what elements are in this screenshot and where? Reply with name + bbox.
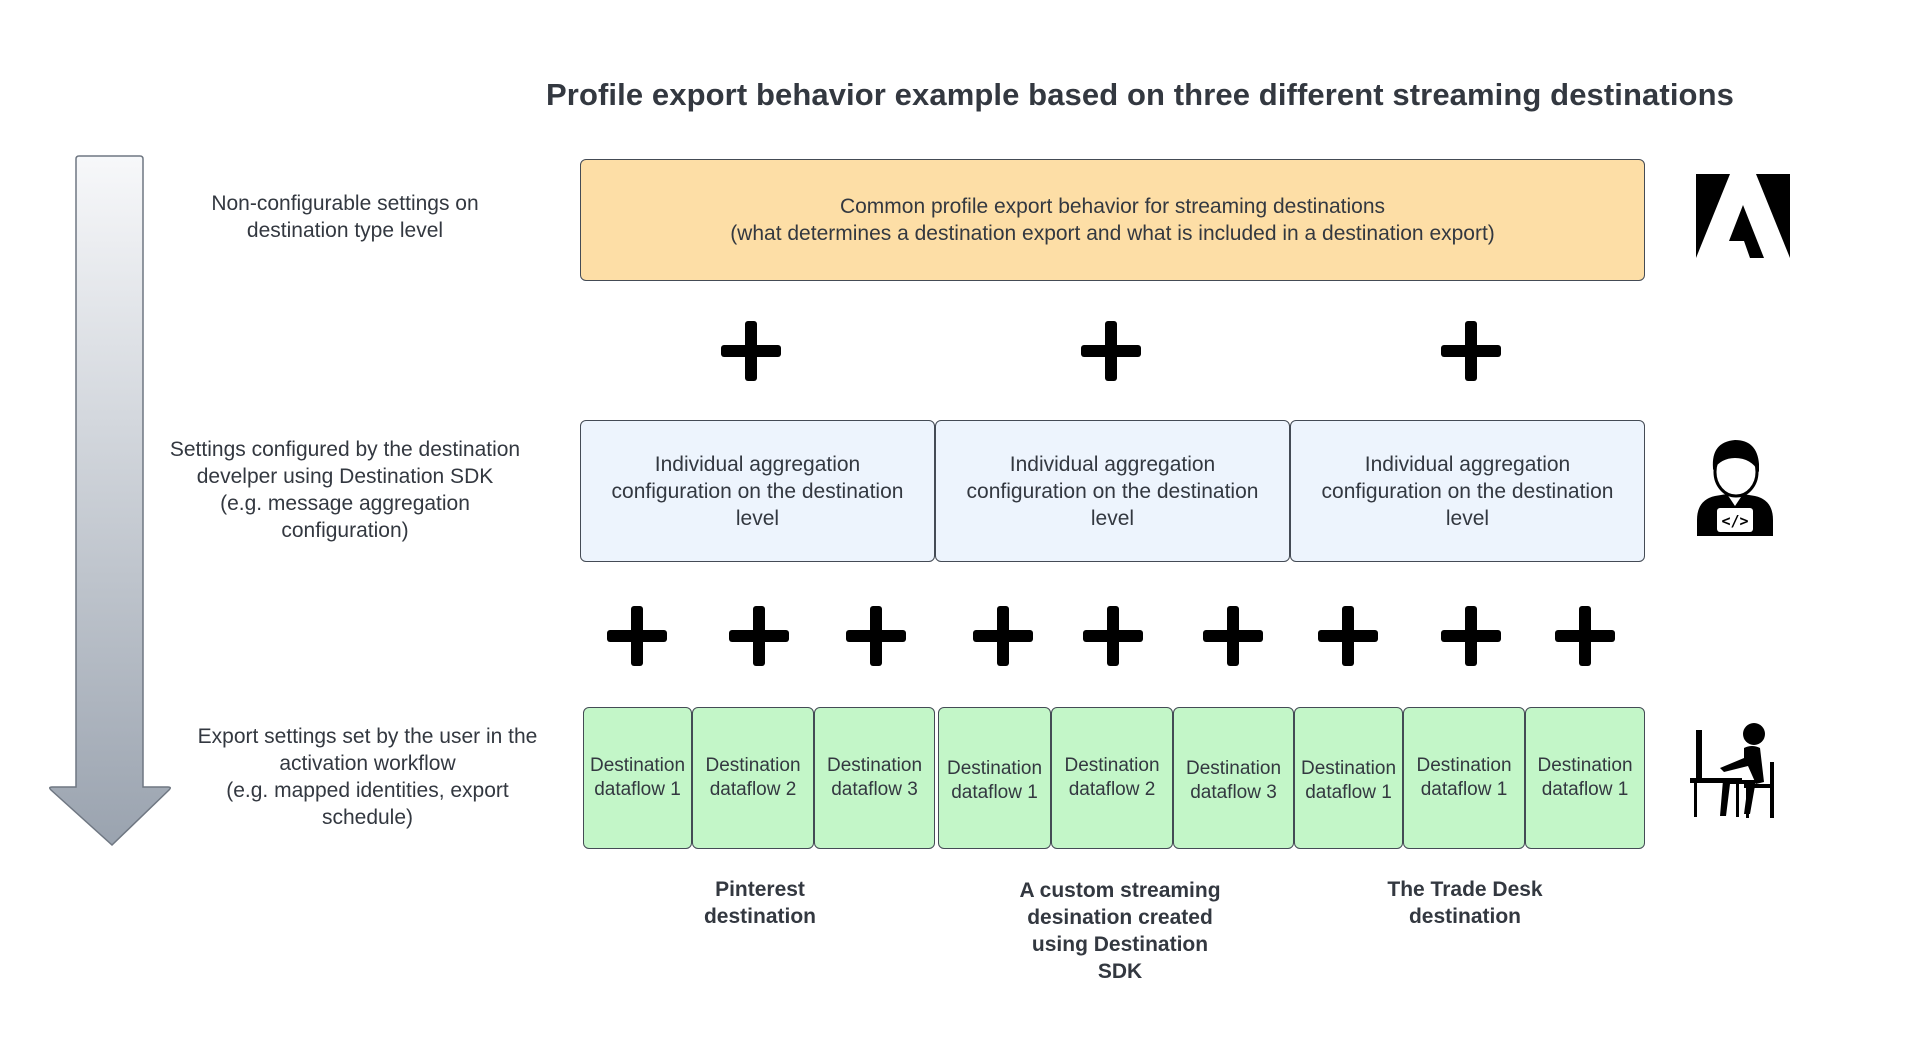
- destination-label-line: desination created: [1027, 906, 1213, 929]
- label-line: configuration): [281, 519, 409, 542]
- destination-label-custom: A custom streaming desination created us…: [990, 877, 1250, 985]
- aggregation-config-box: Individual aggregation configuration on …: [580, 420, 935, 562]
- label-destination-type-level: Non-configurable settings on destination…: [160, 190, 530, 244]
- plus-icon: [1318, 606, 1378, 666]
- dataflow-line-2: dataflow 1: [594, 779, 681, 800]
- aggregation-box-label: Individual aggregation configuration on …: [1321, 452, 1614, 530]
- dataflow-box: Destination dataflow 1: [583, 707, 692, 849]
- destination-label-trade-desk: The Trade Desk destination: [1335, 876, 1595, 930]
- dataflow-line-2: dataflow 3: [1190, 782, 1277, 803]
- dataflow-line-1: Destination: [946, 758, 1043, 779]
- common-box-line-1: Common profile export behavior for strea…: [839, 195, 1386, 218]
- dataflow-box: Destination dataflow 1: [1525, 707, 1645, 849]
- aggregation-box-label: Individual aggregation configuration on …: [611, 452, 904, 530]
- dataflow-line-1: Destination: [1416, 755, 1512, 776]
- label-developer-settings: Settings configured by the destination d…: [145, 436, 545, 544]
- dataflow-line-2: dataflow 3: [831, 779, 918, 800]
- label-line: Settings configured by the destination: [169, 438, 521, 461]
- destination-label-line: SDK: [1097, 960, 1143, 983]
- label-line: activation workflow: [279, 752, 456, 775]
- plus-icon: [1081, 321, 1141, 381]
- plus-icon: [1083, 606, 1143, 666]
- plus-icon: [846, 606, 906, 666]
- plus-icon: [973, 606, 1033, 666]
- dataflow-line-2: dataflow 1: [1305, 782, 1392, 803]
- dataflow-box: Destination dataflow 1: [1294, 707, 1403, 849]
- dataflow-line-1: Destination: [589, 755, 686, 776]
- destination-label-line: Pinterest: [715, 878, 805, 901]
- plus-icon: [607, 606, 667, 666]
- plus-icon: [1555, 606, 1615, 666]
- plus-icon: [1203, 606, 1263, 666]
- plus-icon: [1441, 321, 1501, 381]
- down-arrow-icon: [48, 155, 172, 847]
- dataflow-box: Destination dataflow 1: [938, 707, 1051, 849]
- dataflow-line-2: dataflow 1: [1541, 779, 1629, 800]
- destination-label-pinterest: Pinterest destination: [630, 876, 890, 930]
- dataflow-box: Destination dataflow 2: [1051, 707, 1173, 849]
- dataflow-box: Destination dataflow 2: [692, 707, 814, 849]
- destination-label-line: A custom streaming: [1019, 879, 1221, 902]
- dataflow-line-2: dataflow 1: [1420, 779, 1508, 800]
- label-user-export-settings: Export settings set by the user in the a…: [170, 723, 565, 831]
- dataflow-line-1: Destination: [1300, 758, 1397, 779]
- dataflow-line-1: Destination: [1185, 758, 1282, 779]
- aggregation-box-label: Individual aggregation configuration on …: [966, 452, 1259, 530]
- dataflow-line-2: dataflow 2: [1068, 779, 1156, 800]
- label-line: Export settings set by the user in the: [197, 725, 538, 748]
- label-line: Non-configurable settings on: [211, 192, 479, 215]
- destination-label-line: destination: [703, 905, 816, 928]
- label-line: (e.g. mapped identities, export: [226, 779, 509, 802]
- dataflow-line-1: Destination: [705, 755, 801, 776]
- adobe-logo-icon: [1696, 174, 1790, 258]
- dataflow-line-1: Destination: [1537, 755, 1633, 776]
- user-at-computer-icon: [1690, 723, 1774, 818]
- svg-text:</>: </>: [1721, 512, 1748, 530]
- destination-label-line: The Trade Desk: [1387, 878, 1543, 901]
- dataflow-box: Destination dataflow 3: [814, 707, 935, 849]
- label-line: schedule): [321, 806, 414, 829]
- developer-icon: </>: [1697, 440, 1773, 536]
- destination-label-line: destination: [1408, 905, 1521, 928]
- common-box-line-2: (what determines a destination export an…: [730, 222, 1495, 245]
- plus-icon: [729, 606, 789, 666]
- dataflow-box: Destination dataflow 1: [1403, 707, 1525, 849]
- dataflow-line-2: dataflow 2: [709, 779, 797, 800]
- plus-icon: [1441, 606, 1501, 666]
- aggregation-config-box: Individual aggregation configuration on …: [935, 420, 1290, 562]
- label-line: (e.g. message aggregation: [220, 492, 470, 515]
- common-export-behavior-box: Common profile export behavior for strea…: [580, 159, 1645, 281]
- destination-label-line: using Destination: [1031, 933, 1209, 956]
- plus-icon: [721, 321, 781, 381]
- label-line: develper using Destination SDK: [196, 465, 494, 488]
- dataflow-line-1: Destination: [1064, 755, 1160, 776]
- dataflow-box: Destination dataflow 3: [1173, 707, 1294, 849]
- label-line: destination type level: [246, 219, 444, 242]
- aggregation-config-box: Individual aggregation configuration on …: [1290, 420, 1645, 562]
- dataflow-line-2: dataflow 1: [951, 782, 1038, 803]
- diagram-title: Profile export behavior example based on…: [546, 77, 1734, 112]
- dataflow-line-1: Destination: [826, 755, 923, 776]
